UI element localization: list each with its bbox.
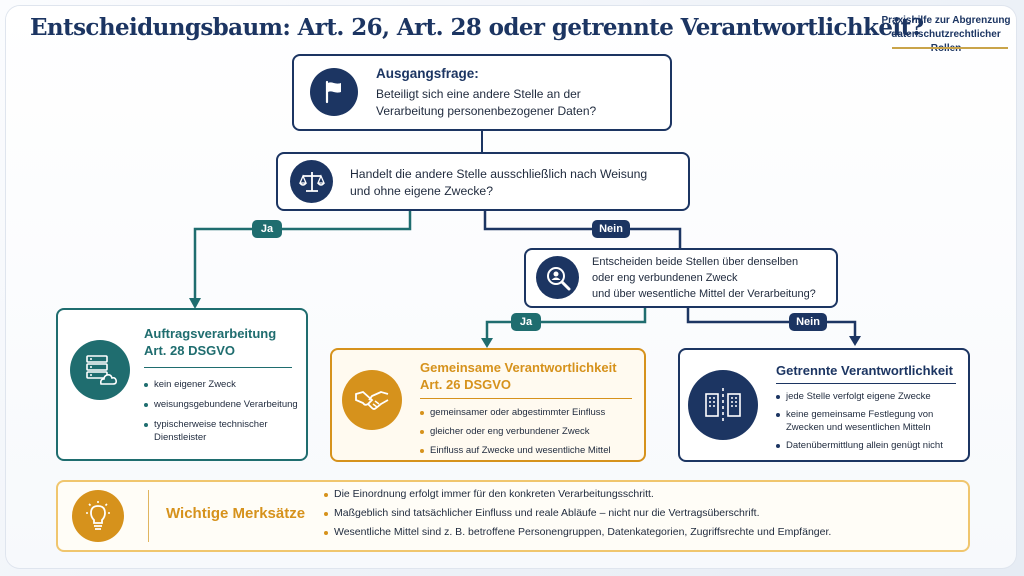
auftrag-bullet: kein eigener Zweck	[144, 378, 304, 391]
getrennt-bullet-list: jede Stelle verfolgt eigene Zwecke keine…	[776, 390, 966, 457]
question-1-line-2: und ohne eigene Zwecke?	[350, 184, 493, 198]
page-title: Entscheidungsbaum: Art. 26, Art. 28 oder…	[30, 14, 924, 41]
getrennt-divider	[776, 383, 956, 384]
question-2-line-1: Entscheiden beide Stellen über denselben	[592, 256, 799, 268]
getrennt-title: Getrennte Verantwortlichkeit	[776, 363, 953, 378]
gemeinsam-bullet-list: gemeinsamer oder abgestimmter Einfluss g…	[420, 406, 642, 463]
arrow-q2-no	[849, 336, 861, 346]
question-2-line-3: und über wesentliche Mittel der Verarbei…	[592, 288, 816, 300]
getrennte-verantwortlichkeit-box: Getrennte Verantwortlichkeit jede Stelle…	[678, 348, 970, 462]
badge-q2-yes: Ja	[511, 313, 541, 331]
gemeinsam-divider	[420, 398, 632, 399]
magnifier-person-icon	[536, 256, 579, 299]
start-line-1: Beteiligt sich eine andere Stelle an der	[376, 87, 581, 101]
connector-q1-no	[483, 211, 682, 248]
getrennt-bullet: keine gemeinsame Festlegung von Zwecken …	[776, 408, 966, 434]
gemeinsam-title-2: Art. 26 DSGVO	[420, 377, 512, 392]
start-question-box: Ausgangsfrage: Beteiligt sich eine ander…	[292, 54, 672, 131]
merksatz-bullet: Die Einordnung erfolgt immer für den kon…	[324, 488, 964, 501]
auftrag-divider	[144, 367, 292, 368]
start-line-2: Verarbeitung personenbezogener Daten?	[376, 104, 597, 118]
question-2-line-2: oder eng verbundenen Zweck	[592, 272, 738, 284]
handshake-icon	[342, 370, 402, 430]
auftragsverarbeitung-box: Auftragsverarbeitung Art. 28 DSGVO kein …	[56, 308, 308, 461]
badge-q2-no: Nein	[789, 313, 827, 331]
arrow-q1-yes	[189, 298, 201, 309]
connector-q2-no	[686, 308, 857, 338]
getrennt-bullet: jede Stelle verfolgt eigene Zwecke	[776, 390, 966, 403]
subtitle-underline	[892, 47, 1008, 49]
gemeinsam-bullet: Einfluss auf Zwecke und wesentliche Mitt…	[420, 444, 642, 457]
auftrag-title-1: Auftragsverarbeitung	[144, 326, 277, 341]
gemeinsam-bullet: gemeinsamer oder abgestimmter Einfluss	[420, 406, 642, 419]
merksaetze-box: Wichtige Merksätze Die Einordnung erfolg…	[56, 480, 970, 552]
gemeinsam-bullet: gleicher oder eng verbundener Zweck	[420, 425, 642, 438]
subtitle-line-1: Praxishilfe zur Abgrenzung	[881, 15, 1011, 26]
connector-q1-yes	[193, 211, 412, 300]
merksatz-bullet: Maßgeblich sind tatsächlicher Einfluss u…	[324, 507, 964, 520]
question-1-line-1: Handelt die andere Stelle ausschließlich…	[350, 167, 648, 181]
merksaetze-divider	[148, 490, 149, 542]
getrennt-bullet: Datenübermittlung allein genügt nicht	[776, 439, 966, 452]
merksaetze-bullet-list: Die Einordnung erfolgt immer für den kon…	[324, 488, 964, 545]
gemeinsam-title-1: Gemeinsame Verantwortlichkeit	[420, 360, 617, 375]
merksatz-bullet: Wesentliche Mittel sind z. B. betroffene…	[324, 526, 964, 539]
gemeinsame-verantwortlichkeit-box: Gemeinsame Verantwortlichkeit Art. 26 DS…	[330, 348, 646, 462]
badge-q1-no: Nein	[592, 220, 630, 238]
flag-icon	[310, 68, 358, 116]
start-heading: Ausgangsfrage:	[376, 66, 479, 81]
merksaetze-title: Wichtige Merksätze	[166, 505, 306, 522]
auftrag-bullet-list: kein eigener Zweck weisungsgebundene Ver…	[144, 378, 304, 451]
auftrag-title-2: Art. 28 DSGVO	[144, 343, 236, 358]
separate-buildings-icon	[688, 370, 758, 440]
connector-q2-yes	[485, 308, 647, 340]
arrow-q2-yes	[481, 338, 493, 348]
question-1-box: Handelt die andere Stelle ausschließlich…	[276, 152, 690, 211]
badge-q1-yes: Ja	[252, 220, 282, 238]
scales-icon	[290, 160, 333, 203]
auftrag-bullet: typischerweise technischer Dienstleister	[144, 418, 304, 444]
question-2-box: Entscheiden beide Stellen über denselben…	[524, 248, 838, 308]
server-cloud-icon	[70, 340, 130, 400]
lightbulb-icon	[72, 490, 124, 542]
auftrag-bullet: weisungsgebundene Verarbeitung	[144, 398, 304, 411]
